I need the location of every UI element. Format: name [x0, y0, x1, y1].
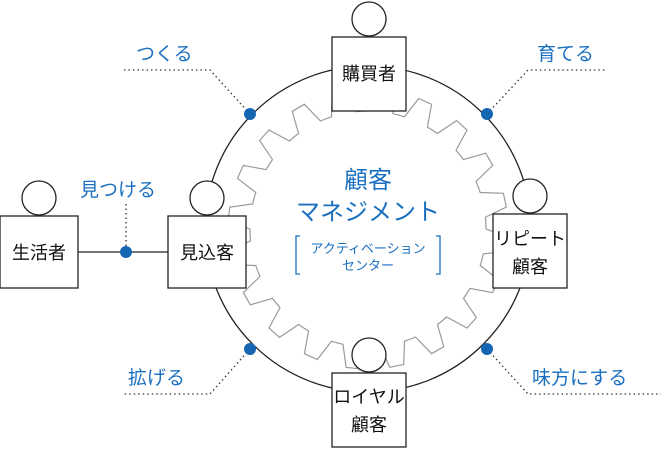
person-loyal-customer: ロイヤル 顧客	[331, 337, 407, 448]
person-consumer: 生活者	[0, 180, 79, 289]
center-sub-line2: センター	[342, 259, 394, 274]
label-make: つくる	[136, 43, 193, 65]
prospect-label: 見込客	[180, 243, 234, 264]
prospect-head-icon	[189, 180, 225, 216]
dot-make	[244, 108, 256, 120]
center-title-line1: 顧客	[344, 166, 392, 194]
person-prospect: 見込客	[167, 180, 247, 289]
dot-find	[120, 246, 132, 258]
repeat-box	[492, 213, 568, 289]
buyer-head-icon	[351, 1, 387, 37]
leader-ally	[486, 348, 661, 395]
bracket-left	[295, 235, 300, 275]
buyer-label: 購買者	[342, 64, 396, 85]
leader-nurture	[486, 69, 607, 115]
dot-ally	[481, 343, 493, 355]
bracket-right	[436, 235, 441, 275]
consumer-label: 生活者	[12, 243, 66, 264]
prospect-box	[167, 215, 247, 289]
center-sub-line1: アクティベーション	[310, 242, 425, 257]
loyal-label-line2: 顧客	[351, 415, 387, 436]
loyal-head-icon	[351, 337, 387, 373]
person-buyer: 購買者	[331, 1, 407, 112]
gear-outline	[227, 88, 509, 370]
label-spread: 拡げる	[128, 367, 185, 389]
repeat-label-line2: 顧客	[512, 257, 548, 278]
buyer-box	[331, 36, 407, 112]
label-find: 見つける	[80, 179, 156, 201]
loyal-box	[331, 372, 407, 448]
center-title-line2: マネジメント	[296, 198, 440, 226]
repeat-label-line1: リピート	[494, 229, 566, 250]
person-repeat-customer: リピート 顧客	[492, 178, 568, 289]
consumer-head-icon	[21, 180, 57, 216]
dot-spread	[244, 343, 256, 355]
leader-spread	[124, 348, 251, 395]
label-nurture: 育てる	[537, 43, 594, 65]
consumer-box	[0, 215, 79, 289]
repeat-head-icon	[512, 178, 548, 214]
leader-make	[124, 69, 251, 115]
loyal-label-line1: ロイヤル	[333, 387, 404, 408]
dot-nurture	[481, 108, 493, 120]
label-ally: 味方にする	[532, 367, 627, 389]
